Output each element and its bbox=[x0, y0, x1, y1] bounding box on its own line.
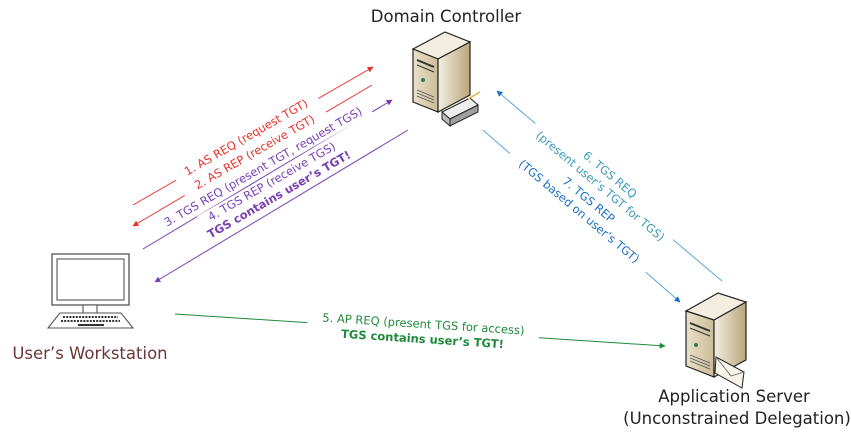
envelope-icon bbox=[714, 356, 745, 389]
domain-controller-server-icon bbox=[411, 31, 472, 113]
tgs-rep-user-arrow bbox=[154, 129, 409, 283]
application-server-icon bbox=[684, 292, 748, 378]
domain-controller-device-icon bbox=[441, 91, 481, 128]
workstation-label: User’s Workstation bbox=[12, 344, 167, 363]
workstation-computer-icon bbox=[46, 253, 135, 329]
domain-controller-label: Domain Controller bbox=[371, 7, 522, 26]
app-server-label-line1: Application Server bbox=[658, 387, 810, 406]
app-server-label-line2: (Unconstrained Delegation) bbox=[623, 409, 851, 428]
